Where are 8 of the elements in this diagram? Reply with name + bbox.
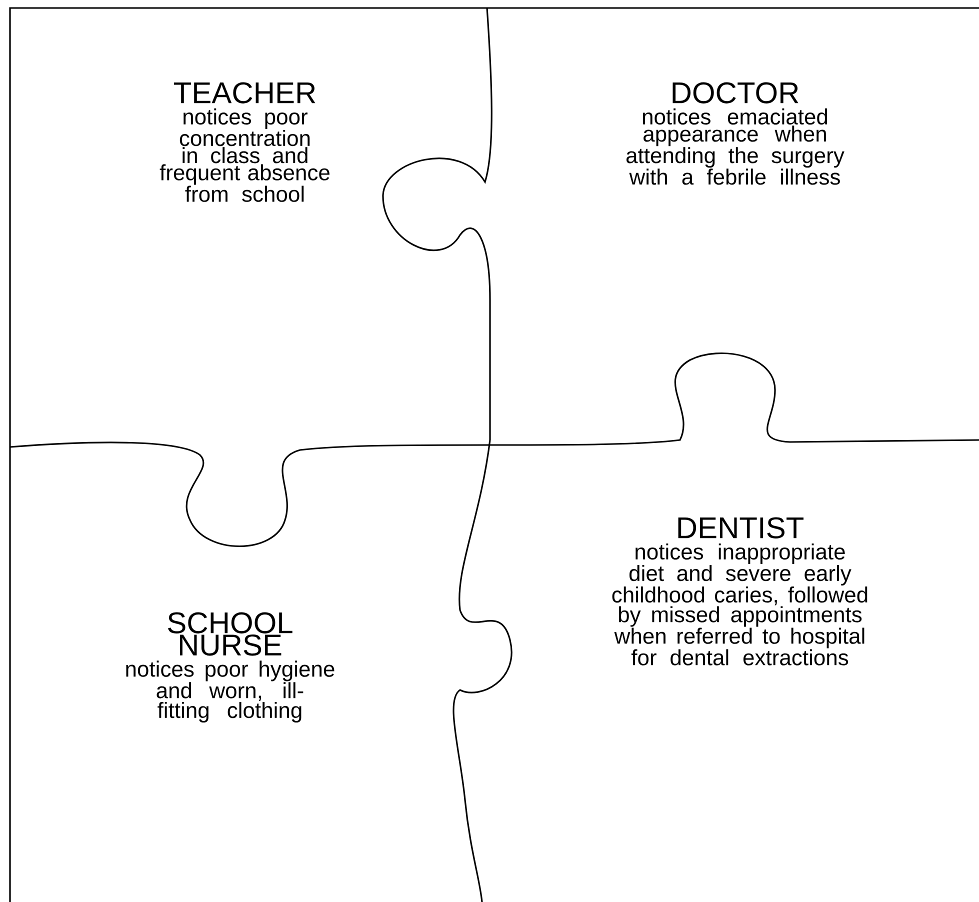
heading: TEACHER xyxy=(174,82,316,104)
heading: SCHOOL NURSE xyxy=(168,612,292,656)
description: notices poor hygiene and worn, ill-fitting clothing xyxy=(126,660,334,722)
heading: DENTIST xyxy=(678,517,804,538)
description: notices emaciated appearance when attending the surgery with a febrile illness xyxy=(626,108,844,185)
description: notices inappropriate diet and severe early childhood caries, followed by missed appointments when referred to hospital for dental extractions xyxy=(612,543,868,666)
heading: DOCTOR xyxy=(672,82,798,104)
description: notices poor concentration in class and frequent absence from school xyxy=(160,108,330,202)
